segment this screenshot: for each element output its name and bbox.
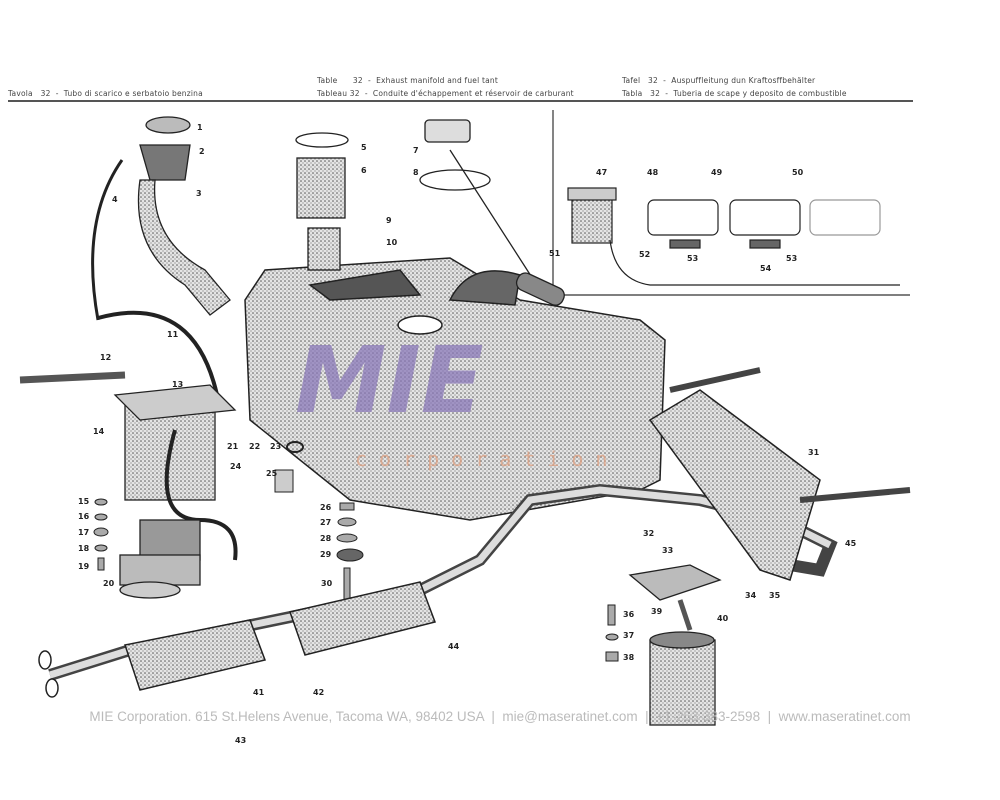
callout-1: 1 (197, 123, 203, 132)
callout-16: 16 (78, 512, 90, 521)
mie-watermark-logo: MIE corporation (295, 327, 619, 471)
callout-9: 9 (386, 216, 392, 225)
callout-13: 13 (172, 380, 183, 389)
inset-parts (567, 187, 900, 286)
callout-21: 21 (227, 442, 239, 451)
header-label: Tafel (622, 76, 641, 85)
callout-6: 6 (361, 166, 367, 175)
callout-54: 54 (760, 264, 772, 273)
callout-27: 27 (320, 518, 331, 527)
header-french: Tableau 32 - Conduite d'échappement et r… (317, 89, 574, 98)
callout-30: 30 (321, 579, 333, 588)
header-english: Table 32 - Exhaust manifold and fuel tan… (317, 76, 498, 85)
callout-14: 14 (93, 427, 105, 436)
callout-38: 38 (623, 653, 635, 662)
header-title: 32 - Tubo di scarico e serbatoio benzina (40, 89, 203, 98)
callout-47: 47 (596, 168, 607, 177)
header-title: 32 - Tuberia de scape y deposito de comb… (650, 89, 847, 98)
footer-contact: MIE Corporation. 615 St.Helens Avenue, T… (89, 709, 911, 724)
header-divider (8, 100, 913, 102)
callout-35: 35 (769, 591, 781, 600)
callout-40: 40 (717, 614, 729, 623)
exhaust-system (38, 367, 911, 698)
callout-52: 52 (639, 250, 650, 259)
header-label: Tableau (317, 89, 348, 98)
header-title: 32 - Exhaust manifold and fuel tant (352, 76, 499, 85)
callout-49: 49 (711, 168, 723, 177)
fuel-tank (244, 257, 666, 521)
callout-15: 15 (78, 497, 90, 506)
filler-neck (91, 116, 349, 321)
callout-19: 19 (78, 562, 90, 571)
callout-37: 37 (623, 631, 634, 640)
callout-23: 23 (270, 442, 281, 451)
callout-8: 8 (413, 168, 419, 177)
callout-22: 22 (249, 442, 260, 451)
callout-43: 43 (235, 736, 246, 745)
callout-7: 7 (413, 146, 419, 155)
header-title: 32 - Conduite d'échappement et réservoir… (349, 89, 574, 98)
callout-3: 3 (196, 189, 202, 198)
callout-28: 28 (320, 534, 332, 543)
callout-48: 48 (647, 168, 659, 177)
callout-5: 5 (361, 143, 367, 152)
callout-4: 4 (112, 195, 118, 204)
fuel-pump-assembly (19, 310, 238, 599)
filter-assembly (628, 564, 722, 726)
header-title: 32 - Auspuffleitung dun Kraftosffbehälte… (648, 76, 816, 85)
callout-50: 50 (792, 168, 804, 177)
callout-45: 45 (845, 539, 857, 548)
watermark-logo-text: MIE (295, 327, 484, 434)
callout-34: 34 (745, 591, 757, 600)
fuel-sender (419, 119, 565, 306)
watermark-subtitle: corporation (355, 447, 619, 471)
header-label: Tavola (8, 89, 33, 98)
callout-17: 17 (78, 528, 89, 537)
callout-39: 39 (651, 607, 663, 616)
callout-24: 24 (230, 462, 242, 471)
callout-32: 32 (643, 529, 654, 538)
callout-42: 42 (313, 688, 324, 697)
callout-29: 29 (320, 550, 332, 559)
callout-25: 25 (266, 469, 278, 478)
callout-53: 53 (786, 254, 797, 263)
header-italian: Tavola 32 - Tubo di scarico e serbatoio … (8, 89, 203, 98)
header-label: Table (317, 76, 338, 85)
callout-11: 11 (167, 330, 179, 339)
hardware-stack (93, 441, 619, 662)
callout-26: 26 (320, 503, 332, 512)
callout-20: 20 (103, 579, 115, 588)
callout-53: 53 (687, 254, 698, 263)
callout-12: 12 (100, 353, 111, 362)
callout-44: 44 (448, 642, 460, 651)
header-spanish: Tabla 32 - Tuberia de scape y deposito d… (622, 89, 847, 98)
callout-31: 31 (808, 448, 820, 457)
callout-10: 10 (386, 238, 398, 247)
callout-2: 2 (199, 147, 205, 156)
callout-51: 51 (549, 249, 561, 258)
callout-33: 33 (662, 546, 673, 555)
header-label: Tabla (622, 89, 643, 98)
callout-41: 41 (253, 688, 265, 697)
header-german: Tafel 32 - Auspuffleitung dun Kraftosffb… (622, 76, 815, 85)
callout-18: 18 (78, 544, 90, 553)
callout-36: 36 (623, 610, 635, 619)
